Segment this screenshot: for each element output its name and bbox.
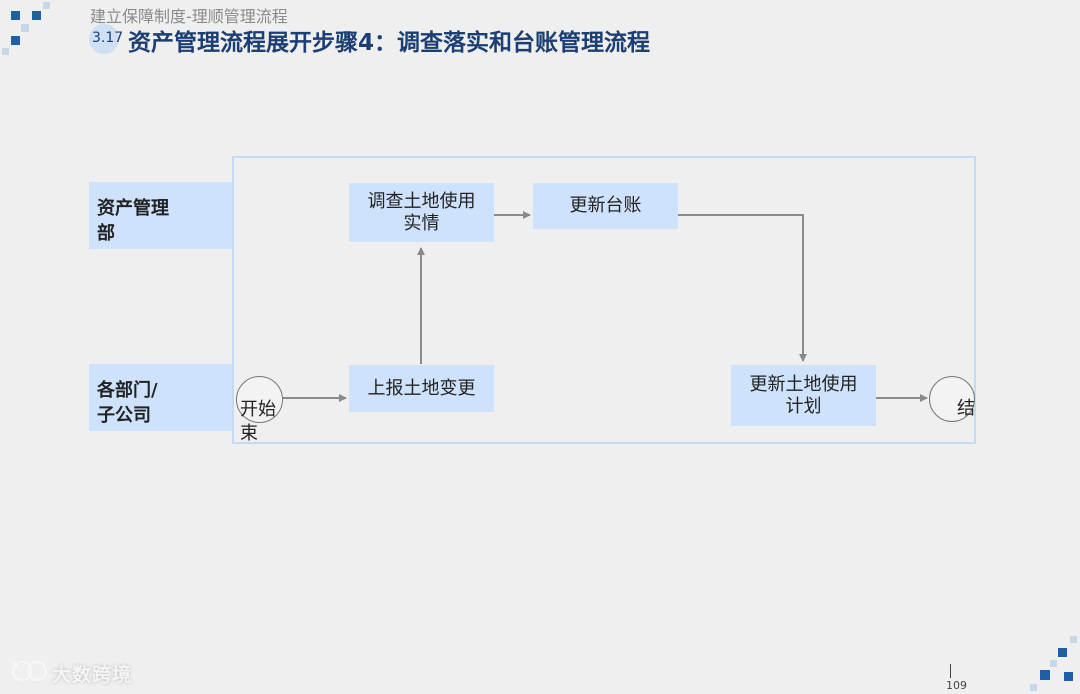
- decor-square: [43, 2, 50, 9]
- decor-square: [2, 48, 9, 55]
- flowchart-frame: [232, 156, 976, 444]
- decor-square: [32, 11, 41, 20]
- page-subtitle: 建立保障制度-理顺管理流程: [90, 7, 288, 26]
- box-investigate-land-use: 调查土地使用 实情: [349, 183, 494, 242]
- decor-square: [1040, 670, 1050, 680]
- section-number-circle: [89, 24, 119, 54]
- box-report-land-change: 上报土地变更: [349, 365, 494, 412]
- end-char-label: 束: [240, 423, 258, 444]
- decor-square: [1070, 636, 1077, 643]
- page-number: 109: [946, 679, 967, 692]
- watermark-text: 大数跨境: [52, 664, 133, 686]
- box-update-ledger: 更新台账: [533, 183, 678, 229]
- decor-square: [1064, 672, 1073, 681]
- decor-square: [11, 36, 20, 45]
- decor-square: [1058, 648, 1067, 657]
- box-update-land-use-plan: 更新土地使用 计划: [731, 365, 876, 426]
- section-number: 3.17: [92, 30, 124, 46]
- watermark-logo-icon: [11, 660, 47, 681]
- arrow-ledger-to-plan: [678, 214, 807, 362]
- end-label: 结: [957, 398, 975, 419]
- page-divider: [950, 664, 951, 678]
- start-node: [236, 376, 283, 423]
- decor-square: [1030, 684, 1037, 691]
- lane-departments-subsidiaries: 各部门/ 子公司: [89, 364, 232, 431]
- decor-square: [21, 24, 29, 32]
- lane-asset-management-dept: 资产管理 部: [89, 182, 232, 249]
- decor-square: [11, 11, 20, 20]
- end-node: [929, 376, 975, 422]
- decor-square: [1050, 660, 1057, 667]
- start-label: 开始: [240, 399, 276, 420]
- page-title: 资产管理流程展开步骤4：调查落实和台账管理流程: [128, 30, 651, 56]
